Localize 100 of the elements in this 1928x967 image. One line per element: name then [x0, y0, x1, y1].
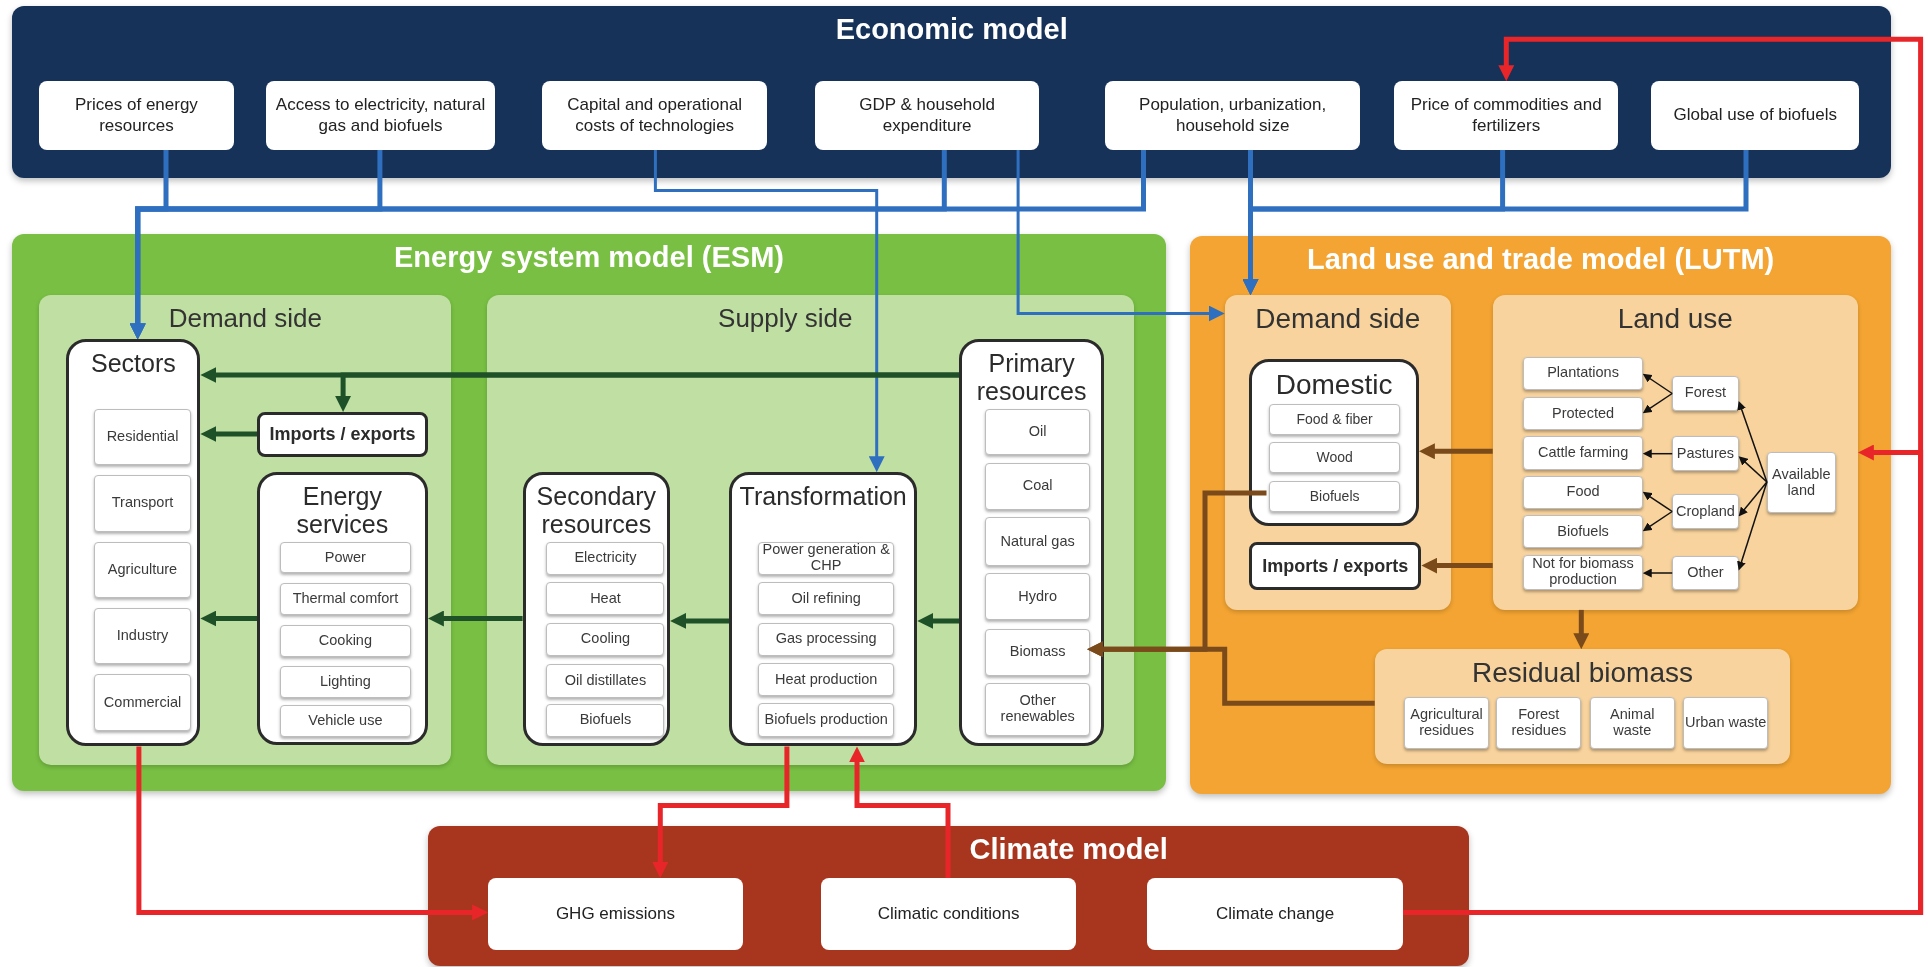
item-box: Forest residues [1496, 697, 1582, 749]
group-title: Secondary resources [535, 481, 658, 539]
arrow [653, 150, 885, 473]
item-box: Available land [1766, 452, 1836, 513]
model-panel [427, 826, 1470, 967]
item-box: Biofuels [546, 703, 665, 737]
group-title: Sectors [90, 348, 177, 378]
model-panel [12, 6, 1892, 179]
group-title: Domestic [1274, 368, 1394, 401]
item-box: Vehicle use [279, 705, 412, 737]
item-box: Wood [1269, 441, 1400, 473]
item-box: Electricity [546, 541, 665, 575]
arrow [427, 610, 523, 627]
group-title: Energy services [295, 481, 390, 539]
item-box: Cooling [546, 622, 665, 656]
item-box: Food [1523, 475, 1643, 510]
group-card [729, 472, 918, 747]
item-box: Agricultural residues [1404, 697, 1489, 749]
section-title: Supply side [717, 302, 854, 333]
item-box: Oil distillates [546, 664, 665, 698]
group-card [256, 472, 428, 746]
variable-box: Prices of energy resources [39, 81, 234, 150]
item-box: Forest [1672, 376, 1739, 411]
item-box: Gas processing [757, 622, 895, 656]
arrow [129, 150, 1146, 340]
item-box: Natural gas [985, 516, 1090, 567]
group-card [959, 339, 1105, 747]
arrow [1421, 557, 1493, 574]
item-box: Not for biomass production [1523, 554, 1643, 591]
section-panel [39, 295, 452, 765]
item-box: Heat production [757, 663, 895, 697]
item-box: Cropland [1672, 494, 1739, 529]
arrow [1642, 491, 1673, 513]
arrow [1738, 456, 1768, 483]
arrow [136, 746, 489, 921]
item-box: Biomass [985, 628, 1090, 676]
arrow [1642, 392, 1673, 414]
group-title: Primary resources [975, 348, 1088, 406]
variable-box: Climate change [1147, 877, 1403, 951]
item-box: Oil [985, 408, 1090, 456]
item-box: Biofuels [1523, 515, 1643, 549]
section-panel [1224, 295, 1451, 610]
item-box: Cooking [279, 625, 412, 658]
variable-box: Price of commodities and fertilizers [1394, 81, 1619, 150]
arrow [200, 610, 257, 627]
item-box: Biofuels [1269, 481, 1400, 513]
arrow [1737, 481, 1768, 571]
group-title: Transformation [738, 481, 908, 511]
group-card [66, 339, 201, 747]
model-panel [1190, 236, 1892, 795]
arrow [1642, 568, 1673, 578]
item-box: Lighting [279, 665, 412, 698]
section-title: Residual biomass [1470, 656, 1694, 689]
flow-box: Imports / exports [1249, 542, 1422, 591]
arrow [1418, 443, 1493, 460]
item-box: Plantations [1523, 356, 1643, 390]
model-title: Climate model [968, 832, 1169, 867]
arrow [1642, 510, 1673, 532]
item-box: Power [279, 541, 412, 574]
item-box: Agriculture [93, 541, 192, 599]
arrow [200, 426, 257, 442]
arrow [335, 372, 960, 412]
section-panel [486, 295, 1134, 765]
model-panel [12, 233, 1166, 791]
arrow [1642, 449, 1673, 459]
item-box: Power generation & CHP [757, 541, 895, 575]
arrow [1016, 150, 1225, 322]
arrow [1573, 609, 1590, 650]
item-box: Hydro [985, 573, 1090, 621]
item-box: Protected [1523, 397, 1643, 431]
variable-box: Population, urbanization, household size [1105, 81, 1360, 150]
item-box: Urban waste [1683, 697, 1769, 749]
arrow [1242, 150, 1749, 296]
group-card [1249, 359, 1419, 527]
arrow [1738, 481, 1768, 517]
item-box: Oil refining [757, 582, 895, 616]
arrow [849, 746, 951, 878]
arrow [917, 612, 960, 629]
section-title: Demand side [1254, 302, 1422, 335]
item-box: Biofuels production [757, 702, 895, 737]
model-title: Land use and trade model (LUTM) [1306, 242, 1776, 276]
arrow [670, 612, 730, 629]
variable-box: Capital and operational costs of technologies [542, 81, 768, 150]
model-title: Economic model [834, 12, 1069, 47]
item-box: Thermal comfort [279, 583, 412, 616]
variable-box: Climatic conditions [821, 877, 1076, 951]
variable-box: GHG emissions [488, 877, 743, 951]
arrow [1087, 641, 1375, 706]
item-box: Pastures [1672, 436, 1739, 471]
item-box: Industry [93, 607, 192, 665]
arrow [1642, 373, 1673, 395]
arrow [1737, 400, 1768, 483]
group-card [522, 472, 671, 747]
item-box: Other renewables [985, 682, 1090, 736]
item-box: Animal waste [1589, 697, 1675, 749]
section-panel [1492, 295, 1858, 610]
section-panel [1374, 649, 1791, 764]
item-box: Cattle farming [1523, 436, 1643, 470]
item-box: Transport [93, 475, 192, 532]
section-title: Land use [1616, 302, 1734, 335]
